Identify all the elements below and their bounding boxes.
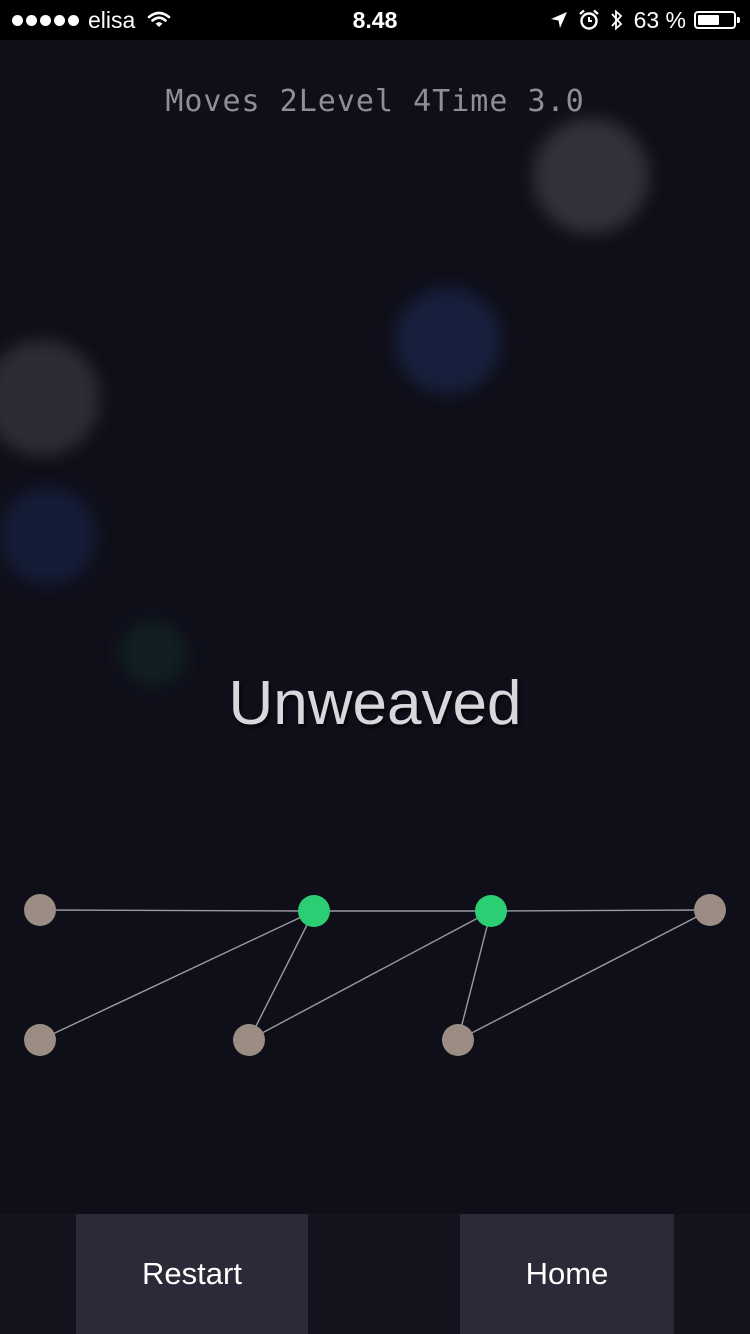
background-bokeh-circle [0,488,96,584]
battery-percentage: 63 % [633,6,686,33]
wifi-icon [148,11,171,27]
home-button[interactable]: Home [460,1214,674,1334]
background-bokeh-circle [120,620,186,686]
graph-edge [39,910,315,1041]
status-time: 8.48 [352,7,398,33]
status-right: 63 % [550,0,740,40]
background-bokeh-circle [0,340,100,456]
bottom-node-2[interactable] [442,1024,474,1056]
bottom-node-1[interactable] [233,1024,265,1056]
status-bar: elisa 8.48 63 % [0,0,750,40]
signal-strength-icon [12,14,82,26]
battery-level-fill [698,15,719,25]
top-node-3[interactable] [694,894,726,926]
graph-edge [39,909,315,912]
top-node-2[interactable] [475,895,507,927]
graph-edge [490,909,711,912]
background-bokeh-circle [395,288,501,394]
top-node-1[interactable] [298,895,330,927]
graph-edge [248,910,492,1041]
alarm-clock-icon [578,9,599,30]
carrier-name: elisa [88,6,136,33]
top-node-0[interactable] [24,894,56,926]
bluetooth-icon [610,9,622,31]
battery-icon [694,11,740,29]
location-arrow-icon [550,12,567,28]
background-bokeh-circle [533,118,649,234]
status-left: elisa [12,0,171,40]
bottom-node-0[interactable] [24,1024,56,1056]
graph-edge [248,910,315,1041]
graph-edge [457,910,492,1041]
game-stats: Moves 2Level 4Time 3.0 [165,84,585,119]
result-title: Unweaved [228,669,522,738]
graph-edge [457,909,711,1041]
restart-button[interactable]: Restart [76,1214,308,1334]
bottom-action-bar: Restart Home [0,1214,750,1334]
